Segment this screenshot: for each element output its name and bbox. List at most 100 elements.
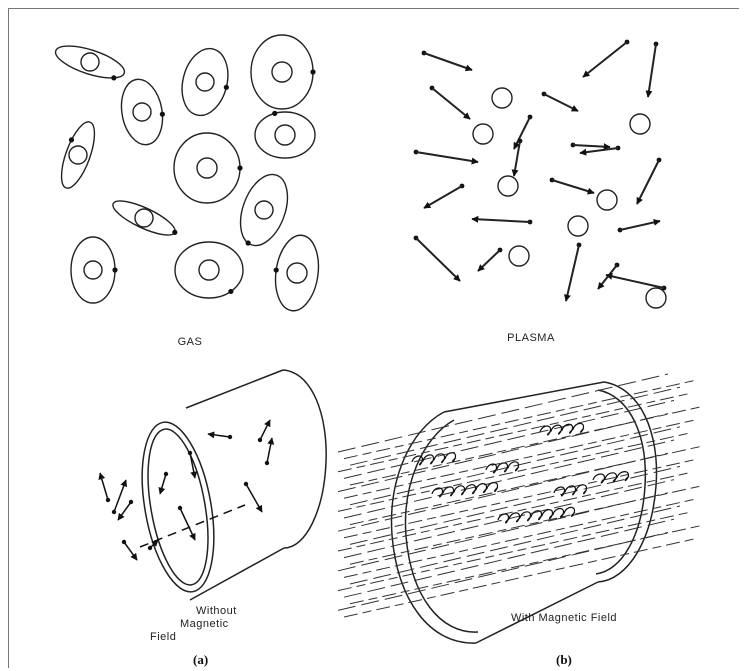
field-line bbox=[344, 519, 674, 597]
electron-with-velocity bbox=[160, 472, 168, 494]
electron-with-velocity bbox=[542, 92, 578, 111]
electron-with-velocity bbox=[122, 540, 137, 560]
ion bbox=[509, 246, 529, 266]
gas-atom bbox=[174, 133, 243, 203]
helical-path bbox=[498, 507, 575, 523]
velocity-arrow bbox=[552, 180, 594, 193]
nucleus bbox=[255, 201, 273, 219]
velocity-arrow bbox=[472, 219, 530, 222]
velocity-arrow bbox=[424, 186, 462, 208]
velocity-arrow bbox=[424, 53, 472, 70]
electron-with-velocity bbox=[514, 115, 532, 149]
field-line bbox=[338, 453, 668, 531]
electron-orbit bbox=[251, 35, 313, 109]
cylinder-without-field bbox=[131, 370, 327, 600]
electron-with-velocity bbox=[637, 158, 661, 204]
electron-with-velocity bbox=[414, 236, 460, 281]
electron-with-velocity bbox=[244, 482, 262, 512]
electron-with-velocity bbox=[571, 143, 610, 148]
nucleus bbox=[69, 146, 87, 164]
electron bbox=[310, 69, 315, 74]
with-field-label: With Magnetic Field bbox=[499, 612, 629, 625]
velocity-arrow bbox=[580, 148, 618, 153]
electron-orbit bbox=[117, 76, 168, 148]
velocity-arrow bbox=[208, 434, 230, 437]
gas-atom bbox=[232, 168, 297, 252]
ion bbox=[498, 176, 518, 196]
field-line bbox=[344, 440, 674, 518]
nucleus bbox=[275, 125, 295, 145]
gas-atoms-group bbox=[52, 35, 323, 314]
velocity-arrow bbox=[124, 542, 137, 560]
velocity-arrow bbox=[160, 474, 166, 494]
electron bbox=[69, 137, 74, 142]
velocity-arrow bbox=[544, 94, 578, 111]
electron-orbit bbox=[255, 112, 315, 158]
nucleus bbox=[133, 103, 151, 121]
gas-atom bbox=[271, 232, 323, 313]
electron-orbit bbox=[52, 39, 128, 84]
electron bbox=[228, 289, 233, 294]
velocity-arrow bbox=[416, 152, 478, 162]
velocity-arrow bbox=[514, 117, 530, 149]
electron-with-velocity bbox=[258, 420, 270, 442]
gas-atom bbox=[109, 195, 179, 242]
velocity-arrow bbox=[118, 502, 131, 520]
field-line bbox=[338, 493, 668, 571]
velocity-arrow bbox=[566, 245, 579, 301]
gas-atom bbox=[71, 237, 118, 303]
without-field-line2: Magnetic Field bbox=[150, 618, 229, 643]
field-line bbox=[350, 427, 680, 505]
velocity-arrow bbox=[583, 42, 627, 77]
electron-with-velocity bbox=[618, 221, 660, 232]
electron bbox=[172, 230, 177, 235]
electron bbox=[274, 267, 279, 272]
nucleus bbox=[287, 263, 307, 283]
field-line bbox=[338, 374, 668, 452]
ion bbox=[646, 288, 666, 308]
gas-atom bbox=[175, 242, 243, 298]
electron bbox=[272, 111, 277, 116]
gas-label: GAS bbox=[170, 336, 210, 349]
velocity-arrow bbox=[416, 238, 460, 281]
velocity-arrow bbox=[620, 221, 660, 230]
gas-atom bbox=[251, 35, 316, 109]
without-field-label: Without Magnetic Field bbox=[150, 605, 250, 644]
electron-orbit bbox=[71, 237, 115, 303]
electron bbox=[246, 240, 251, 245]
electron bbox=[160, 112, 165, 117]
caption-b: (b) bbox=[556, 652, 572, 668]
electron-with-velocity bbox=[430, 86, 470, 119]
velocity-arrow bbox=[114, 480, 126, 512]
magnetic-field-lines bbox=[338, 374, 700, 617]
without-field-line1: Without bbox=[196, 605, 237, 617]
nucleus bbox=[197, 158, 217, 178]
helical-particle-paths bbox=[412, 423, 629, 523]
nucleus bbox=[135, 209, 153, 227]
electron-orbit bbox=[232, 168, 297, 252]
electron-orbit bbox=[174, 133, 240, 203]
electron-orbit bbox=[271, 232, 323, 313]
electron-orbit bbox=[175, 44, 234, 121]
electron-with-velocity bbox=[414, 150, 478, 162]
ion bbox=[492, 88, 512, 108]
caption-a: (a) bbox=[193, 652, 208, 668]
velocity-arrow bbox=[573, 145, 610, 147]
ion bbox=[568, 216, 588, 236]
helical-path bbox=[593, 472, 629, 483]
electron bbox=[224, 85, 229, 90]
velocity-arrow bbox=[648, 44, 656, 97]
field-line bbox=[350, 466, 680, 544]
particle-trajectory bbox=[140, 505, 245, 547]
electron bbox=[237, 165, 242, 170]
velocity-arrow bbox=[432, 88, 470, 119]
electron bbox=[112, 267, 117, 272]
electron bbox=[111, 75, 116, 80]
gas-atom bbox=[52, 39, 128, 84]
ion bbox=[597, 190, 617, 210]
gas-atom bbox=[255, 111, 315, 158]
electron-with-velocity bbox=[422, 51, 472, 70]
electron-with-velocity bbox=[178, 506, 195, 540]
electron-with-velocity bbox=[514, 139, 522, 176]
